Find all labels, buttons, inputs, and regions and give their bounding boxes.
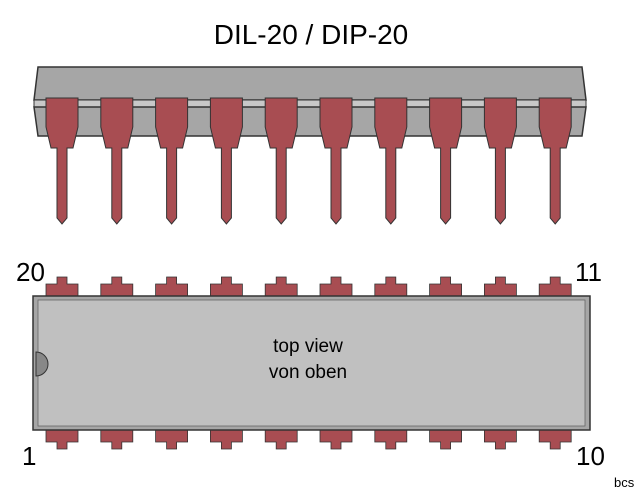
pin10-label: 10 [576, 441, 605, 471]
top-pin-lower [100, 429, 134, 450]
top-view: top view von oben [32, 276, 591, 450]
top-pin-upper [100, 276, 134, 297]
top-pin-lower [210, 429, 243, 450]
credit: bcs [614, 475, 635, 490]
top-pin-upper [374, 276, 408, 297]
pin20-label: 20 [16, 257, 45, 287]
top-pin-lower [319, 429, 353, 450]
side-body-top [33, 66, 587, 101]
top-pin-upper [538, 276, 572, 297]
top-pin-lower [374, 429, 408, 450]
pin1-label: 1 [22, 441, 36, 471]
top-pin-upper [264, 276, 298, 297]
side-pin [155, 97, 189, 225]
title: DIL-20 / DIP-20 [214, 19, 409, 50]
top-pin-upper [319, 276, 353, 297]
chip-body-face [37, 299, 586, 427]
top-pin-upper [429, 276, 462, 297]
top-pin-upper [155, 276, 188, 297]
side-pin [538, 97, 572, 225]
side-pin [319, 97, 353, 225]
top-pin-upper [210, 276, 243, 297]
side-view [33, 66, 587, 225]
pin1-notch [35, 351, 49, 377]
top-pin-lower [155, 429, 188, 450]
top-pin-lower [45, 429, 79, 450]
side-pin [264, 97, 298, 225]
side-pin [100, 97, 134, 225]
top-pin-upper [484, 276, 517, 297]
top-pin-lower [484, 429, 517, 450]
top-pin-lower [429, 429, 462, 450]
side-pin [374, 97, 408, 225]
body-text-line2: von oben [269, 362, 347, 383]
top-pin-lower [538, 429, 572, 450]
side-pin [45, 97, 79, 225]
side-pin [209, 97, 243, 225]
pin11-label: 11 [575, 257, 602, 287]
top-pin-upper [45, 276, 79, 297]
side-pin [429, 97, 463, 225]
top-pin-lower [264, 429, 298, 450]
side-pin [483, 97, 517, 225]
body-text-line1: top view [273, 336, 343, 357]
